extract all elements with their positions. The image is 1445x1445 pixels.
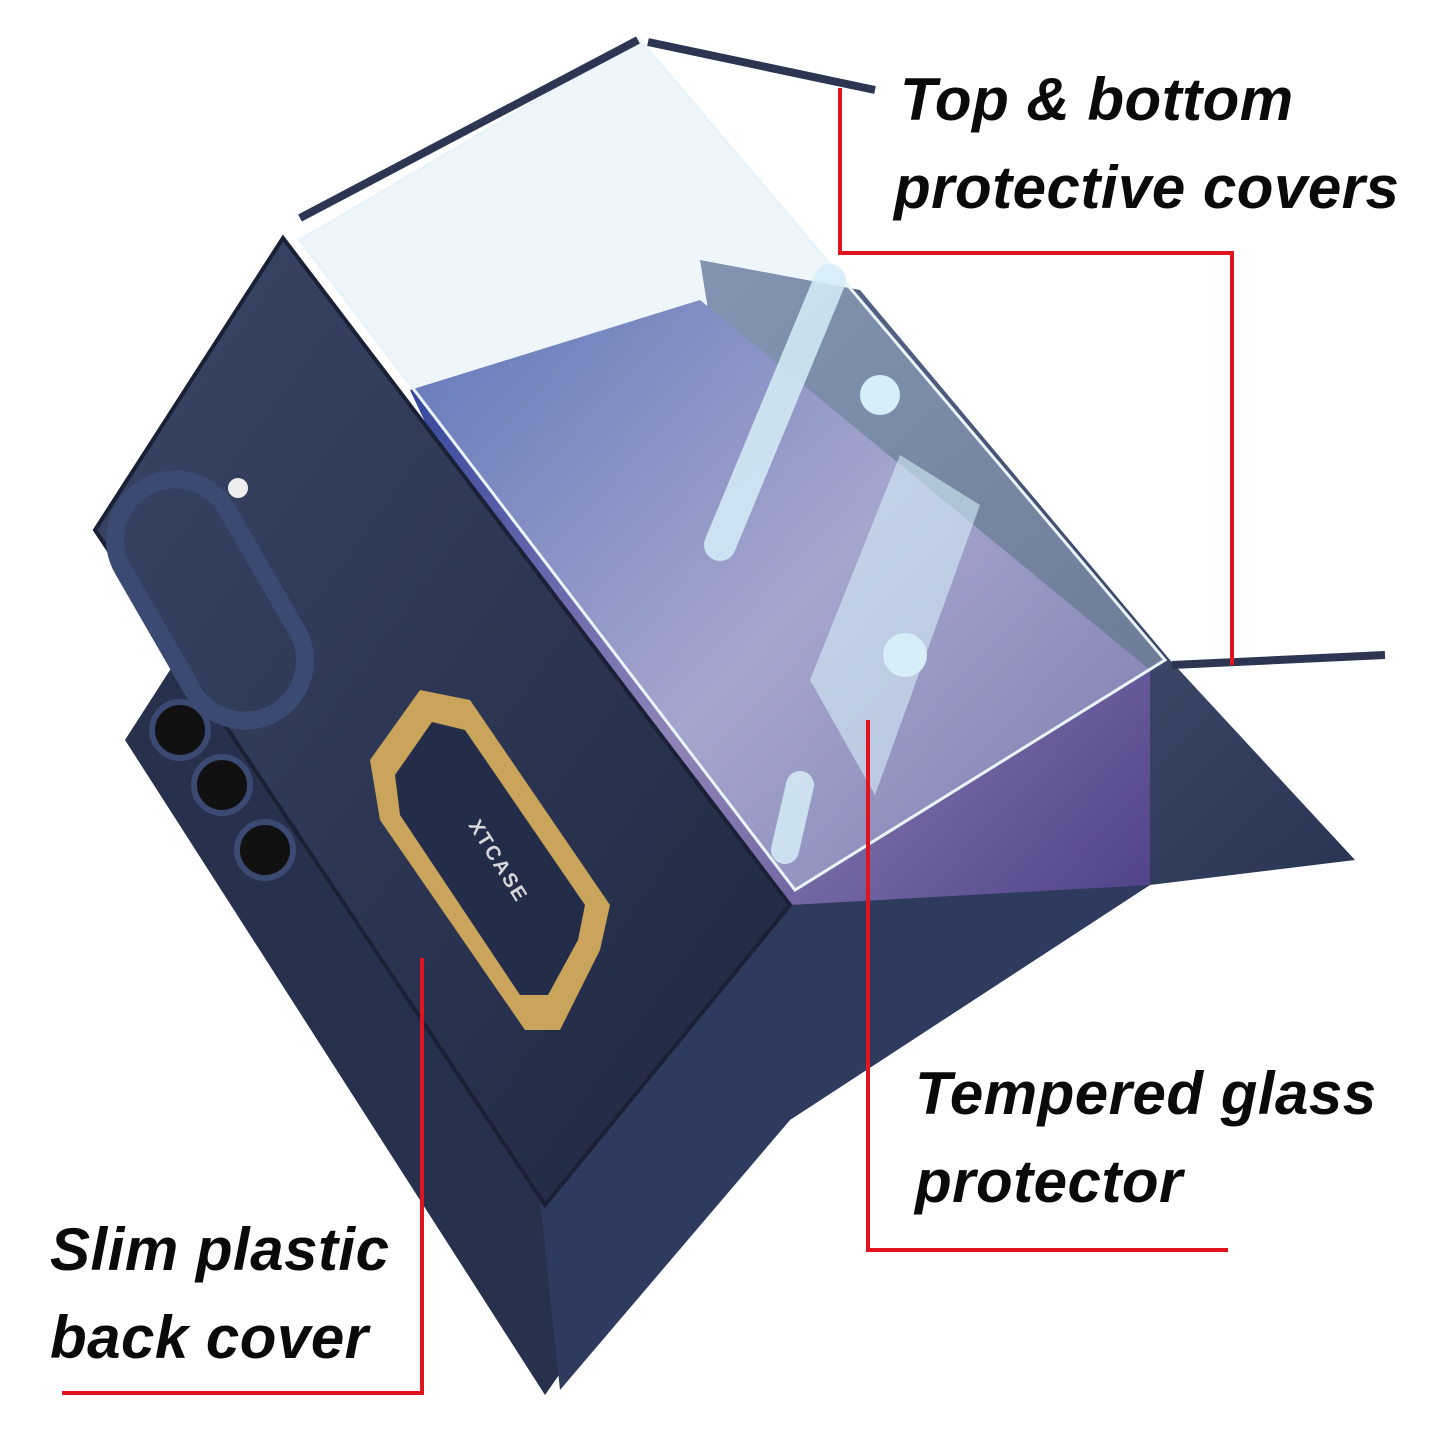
tempered-glass [297,38,1168,892]
label-back-cover: Slim plastic back cover [50,1206,389,1382]
label-line: protector [915,1148,1183,1215]
lower-case-flap [540,885,1150,1390]
callout-line-back-cover [62,958,424,1395]
camera-ring [106,470,314,730]
callout-line-top-covers [838,88,1234,665]
camera-lens [149,699,211,761]
glass-highlight-dot [860,375,900,415]
label-glass: Tempered glass protector [915,1050,1377,1226]
label-line: back cover [50,1304,369,1371]
label-line: Tempered glass [915,1060,1377,1127]
top-cover-strip [647,38,876,94]
label-line: Slim plastic [50,1216,390,1283]
top-cover-strip [298,36,640,222]
camera-lens [234,819,296,881]
glass-reflection [810,455,980,795]
glass-highlight [771,771,814,864]
camera-lens [191,754,253,816]
callout-line-glass [866,720,1228,1252]
glass-highlight [704,264,846,561]
leather-pad [395,722,585,995]
bottom-cover-strip [1171,651,1386,669]
flash [228,478,248,498]
label-line: Top & bottom [900,66,1294,133]
label-top-covers: Top & bottom protective covers [894,56,1399,232]
label-line: protective covers [894,154,1400,221]
